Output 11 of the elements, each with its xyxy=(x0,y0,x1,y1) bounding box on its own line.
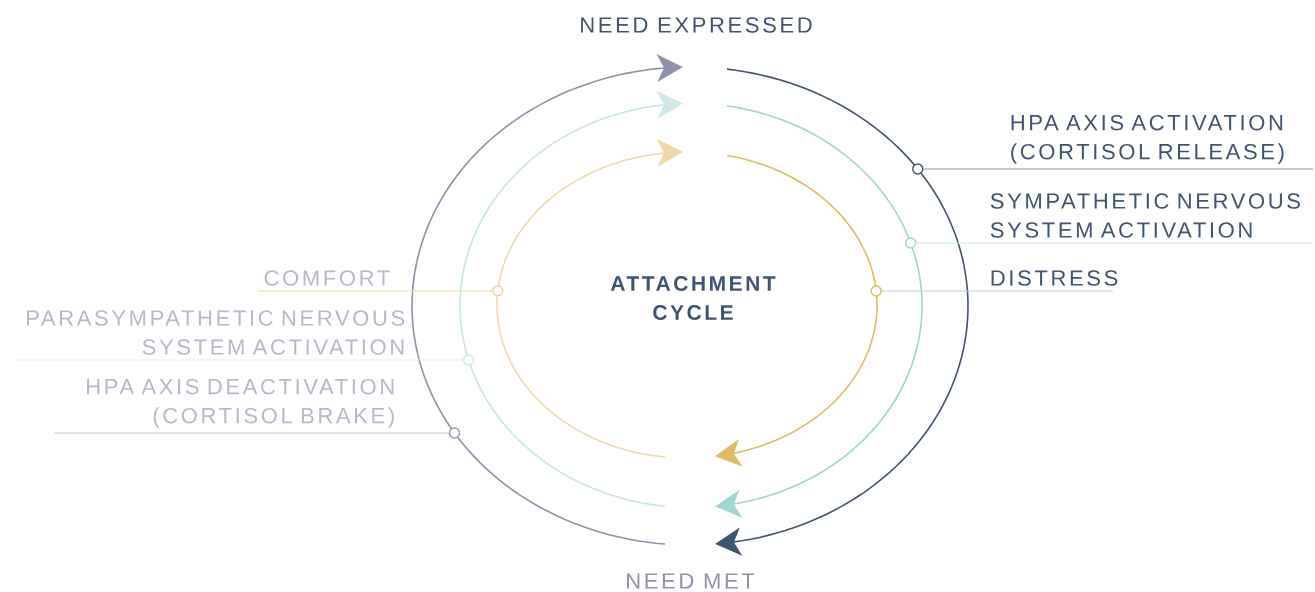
annotation-label: HPA AXIS DEACTIVATION (CORTISOL BRAKE) xyxy=(87,378,394,428)
annotation-label: HPA AXIS ACTIVATION (CORTISOL RELEASE) xyxy=(1011,114,1284,164)
cycle-label: NEED EXPRESSED xyxy=(581,17,812,33)
annotation-label: SYMPATHETIC NERVOUS SYSTEM ACTIVATION xyxy=(990,193,1300,238)
annotation-label: COMFORT xyxy=(264,270,390,286)
diagram-title: ATTACHMENT CYCLE xyxy=(610,276,776,320)
annotation-label: PARASYMPATHETIC NERVOUS SYSTEM ACTIVATION xyxy=(27,310,405,355)
leader-line xyxy=(923,168,1314,170)
cycle-label: NEED MET xyxy=(627,573,755,589)
leader-line xyxy=(257,290,493,292)
annotation-label: DISTRESS xyxy=(991,270,1118,286)
